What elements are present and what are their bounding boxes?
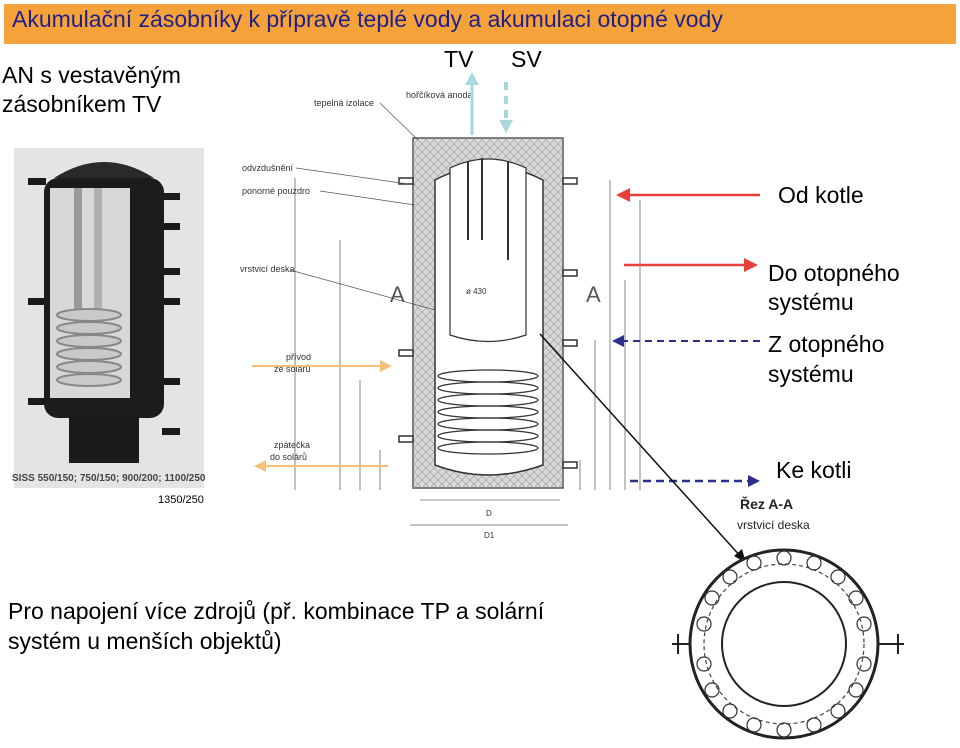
section-a-right: A [586, 282, 601, 307]
section-leader-line [539, 333, 743, 559]
bottom-text-line-2: systém u menších objektů) [8, 628, 282, 654]
title-bar [4, 4, 956, 44]
technical-drawing: A A ø 430 D D1 tepelná izolace hořčíková… [240, 90, 641, 540]
privod-label-1: přívod [286, 352, 311, 362]
subtitle-line-1: AN s vestavěným [2, 62, 181, 88]
diameter-label: ø 430 [466, 287, 487, 296]
do-otopneho-label-1: Do otopného [768, 260, 900, 286]
od-kotle-label: Od kotle [778, 182, 864, 208]
vrstvici-deska-label: vrstvicí deska [240, 264, 295, 274]
bottom-text-line-1: Pro napojení více zdrojů (př. kombinace … [8, 598, 545, 624]
do-otopneho-label-2: systému [768, 289, 854, 315]
odvzdusneni-label: odvzdušnění [242, 163, 294, 173]
z-otopneho-label-1: Z otopného [768, 331, 885, 357]
product-caption: SISS 550/150; 750/150; 900/200; 1100/250 [12, 473, 206, 484]
ke-kotli-label: Ke kotli [776, 457, 852, 483]
tv-label: TV [444, 46, 474, 72]
ponorne-pouzdro-label: ponorné pouzdro [242, 186, 310, 196]
product-caption-2: 1350/250 [158, 494, 204, 506]
dim-d1-label: D1 [484, 531, 495, 540]
subtitle-line-2: zásobníkem TV [2, 91, 162, 117]
tepelna-izolace-label: tepelná izolace [314, 98, 374, 108]
section-drawing [672, 548, 904, 740]
section-title: Řez A-A [740, 496, 794, 512]
zpatecka-label-1: zpátečka [274, 440, 310, 450]
page-title: Akumulační zásobníky k přípravě teplé vo… [12, 6, 723, 32]
tank-photo [14, 148, 204, 488]
sv-label: SV [511, 46, 542, 72]
section-subtitle: vrstvicí deska [737, 518, 810, 532]
dim-d-label: D [486, 509, 492, 518]
zpatecka-label-2: do solárů [270, 452, 307, 462]
z-otopneho-label-2: systému [768, 361, 854, 387]
horcikova-anoda-label: hořčíková anoda [406, 90, 473, 100]
privod-label-2: ze solárů [274, 364, 311, 374]
